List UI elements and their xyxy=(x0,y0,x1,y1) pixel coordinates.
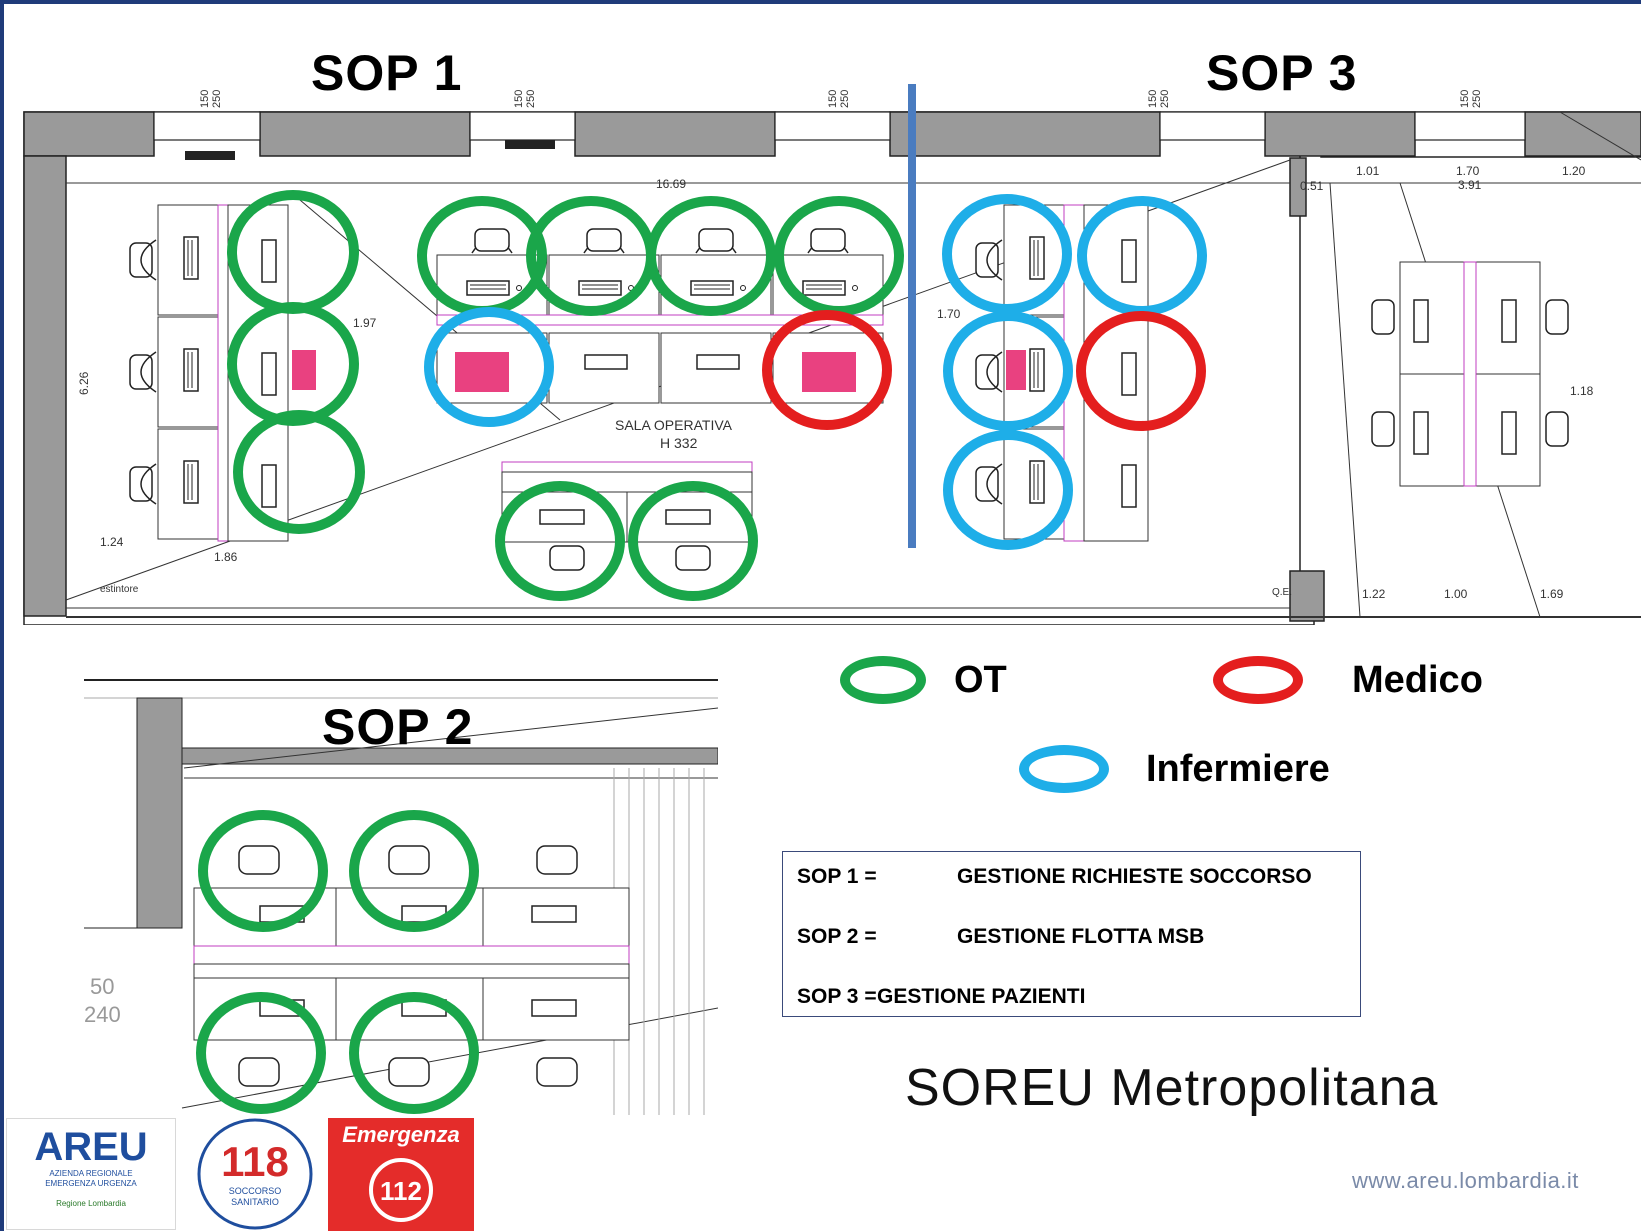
website-url: www.areu.lombardia.it xyxy=(1352,1168,1579,1193)
medico-ring xyxy=(1076,311,1206,431)
svg-text:150: 150 xyxy=(1459,90,1471,108)
svg-text:118: 118 xyxy=(221,1138,289,1185)
right-desks xyxy=(1371,261,1569,487)
ot-ring xyxy=(233,410,365,534)
dim-16-69: 16.69 xyxy=(656,177,686,191)
svg-text:250: 250 xyxy=(1471,90,1483,108)
118-logo: 118 SOCCORSO SANITARIO xyxy=(197,1118,313,1230)
svg-text:240: 240 xyxy=(84,1002,121,1027)
svg-text:1.01: 1.01 xyxy=(1356,164,1380,178)
svg-text:1.69: 1.69 xyxy=(1540,587,1564,601)
table-row: SOP 3 = GESTIONE PAZIENTI xyxy=(797,985,1086,1008)
sop1-left-desks xyxy=(129,204,316,542)
svg-text:SANITARIO: SANITARIO xyxy=(231,1197,279,1207)
legend-ot-label: OT xyxy=(954,659,1007,701)
sop1-title: SOP 1 xyxy=(311,45,463,101)
ot-ring xyxy=(495,481,625,601)
infermiere-ring xyxy=(943,311,1073,431)
room-label: SALA OPERATIVA xyxy=(615,417,733,433)
ot-ring xyxy=(349,810,479,932)
svg-text:150: 150 xyxy=(1147,90,1159,108)
floor-plan-sop2: 50 240 xyxy=(84,679,718,1115)
floor-plan-top: 16.69 1.97 1.70 1.01 1.70 3.91 1.20 0.51… xyxy=(23,84,1641,625)
ot-ring xyxy=(227,302,359,426)
112-badge-icon: 112 xyxy=(369,1158,433,1222)
infermiere-ring xyxy=(943,430,1073,550)
legend-ot-ring xyxy=(840,656,926,704)
sop-definition-table: SOP 1 = GESTIONE RICHIESTE SOCCORSO SOP … xyxy=(782,851,1361,1017)
sop2-title: SOP 2 xyxy=(322,699,474,755)
role-rings-top xyxy=(227,190,1207,601)
svg-text:50: 50 xyxy=(90,974,114,999)
svg-text:1.18: 1.18 xyxy=(1570,384,1594,398)
svg-text:1.86: 1.86 xyxy=(214,550,238,564)
sop1-bottom-desks xyxy=(501,461,753,571)
svg-text:1.70: 1.70 xyxy=(937,307,961,321)
room-code: H 332 xyxy=(660,435,698,451)
svg-text:250: 250 xyxy=(211,90,223,108)
ot-ring xyxy=(628,481,758,601)
ot-ring xyxy=(196,992,326,1114)
svg-text:estintore: estintore xyxy=(100,584,139,595)
svg-text:6.26: 6.26 xyxy=(77,371,91,395)
ot-ring xyxy=(198,810,328,932)
svg-text:112: 112 xyxy=(380,1176,422,1206)
legend-medico-label: Medico xyxy=(1352,659,1483,701)
svg-text:250: 250 xyxy=(1159,90,1171,108)
legend-infermiere-label: Infermiere xyxy=(1146,748,1330,790)
sop2-desks xyxy=(193,845,630,1087)
svg-text:1.22: 1.22 xyxy=(1362,587,1386,601)
svg-text:1.00: 1.00 xyxy=(1444,587,1468,601)
svg-text:1.24: 1.24 xyxy=(100,535,124,549)
legend-infermiere-ring xyxy=(1019,745,1109,793)
areu-logo: AREU AZIENDA REGIONALE EMERGENZA URGENZA… xyxy=(6,1118,176,1230)
infermiere-ring xyxy=(942,194,1072,314)
svg-text:Q.E.: Q.E. xyxy=(1272,587,1292,598)
table-row: SOP 1 = GESTIONE RICHIESTE SOCCORSO xyxy=(797,865,1312,888)
role-rings-sop2 xyxy=(196,810,479,1114)
table-row: SOP 2 = GESTIONE FLOTTA MSB xyxy=(797,925,1205,948)
medico-ring xyxy=(762,310,892,430)
legend-medico-ring xyxy=(1213,656,1303,704)
svg-text:150: 150 xyxy=(513,90,525,108)
page-title: SOREU Metropolitana xyxy=(905,1059,1439,1117)
svg-text:SOCCORSO: SOCCORSO xyxy=(229,1186,282,1196)
svg-text:250: 250 xyxy=(839,90,851,108)
svg-text:1.70: 1.70 xyxy=(1456,164,1480,178)
infermiere-ring xyxy=(1077,196,1207,316)
infermiere-ring xyxy=(424,307,554,427)
svg-text:0.51: 0.51 xyxy=(1300,179,1324,193)
sop1-central-desks xyxy=(436,228,884,404)
svg-text:1.20: 1.20 xyxy=(1562,164,1586,178)
svg-text:250: 250 xyxy=(525,90,537,108)
svg-text:1.97: 1.97 xyxy=(353,316,377,330)
svg-text:150: 150 xyxy=(827,90,839,108)
svg-text:150: 150 xyxy=(199,90,211,108)
sop3-title: SOP 3 xyxy=(1206,45,1358,101)
svg-text:3.91: 3.91 xyxy=(1458,178,1482,192)
ot-ring xyxy=(349,992,479,1114)
112-logo: Emergenza 112 xyxy=(328,1118,474,1231)
ot-ring xyxy=(646,196,776,316)
